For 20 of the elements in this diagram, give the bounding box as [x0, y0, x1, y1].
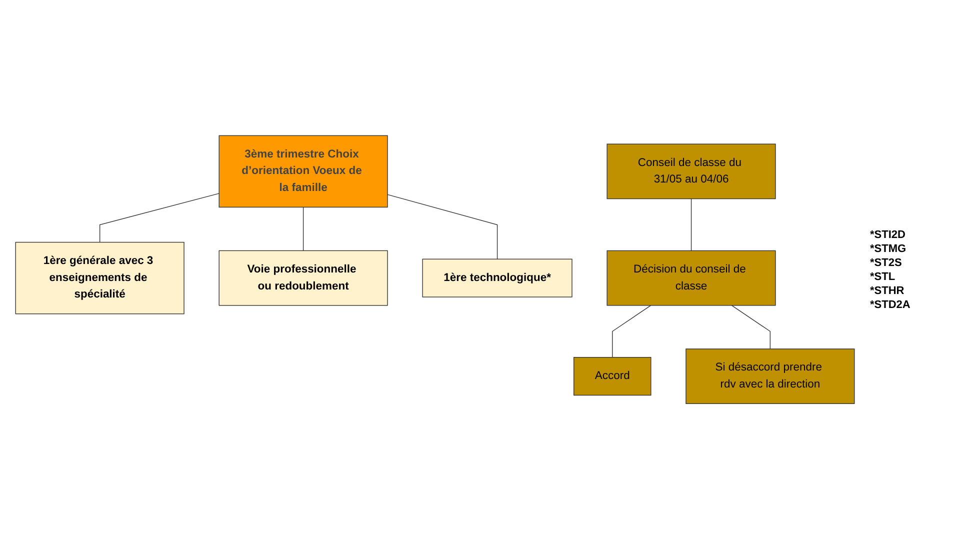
footnote-text: *ST2S	[870, 257, 903, 269]
node-box: 3ème trimestre Choix d’orientation Voeux de la famille	[218, 136, 388, 208]
footnote-text: *STD2A	[870, 299, 912, 311]
node-box: Voie professionnelle ou redoublement	[218, 250, 388, 306]
footnote-text: *STMG	[870, 243, 908, 255]
connector	[387, 194, 498, 260]
node-box: Accord	[574, 357, 652, 396]
connector	[731, 305, 771, 350]
node-box: Décision du conseil de classe	[606, 250, 776, 306]
footnote-text: *STHR	[870, 285, 906, 297]
node-box: Si désaccord prendre rdv avec la direction	[686, 348, 855, 404]
connector	[99, 193, 220, 243]
node-box: 1ère générale avec 3 enseignements de spécialité	[15, 242, 184, 315]
connector	[302, 207, 304, 252]
footnote-text: *STL	[870, 271, 896, 283]
node-box: Conseil de classe du 31/05 au 04/06	[606, 144, 776, 200]
connector	[612, 305, 652, 358]
connector	[690, 198, 692, 252]
footnote-text: *STI2D	[870, 229, 906, 241]
node-box: 1ère technologique*	[422, 259, 572, 298]
